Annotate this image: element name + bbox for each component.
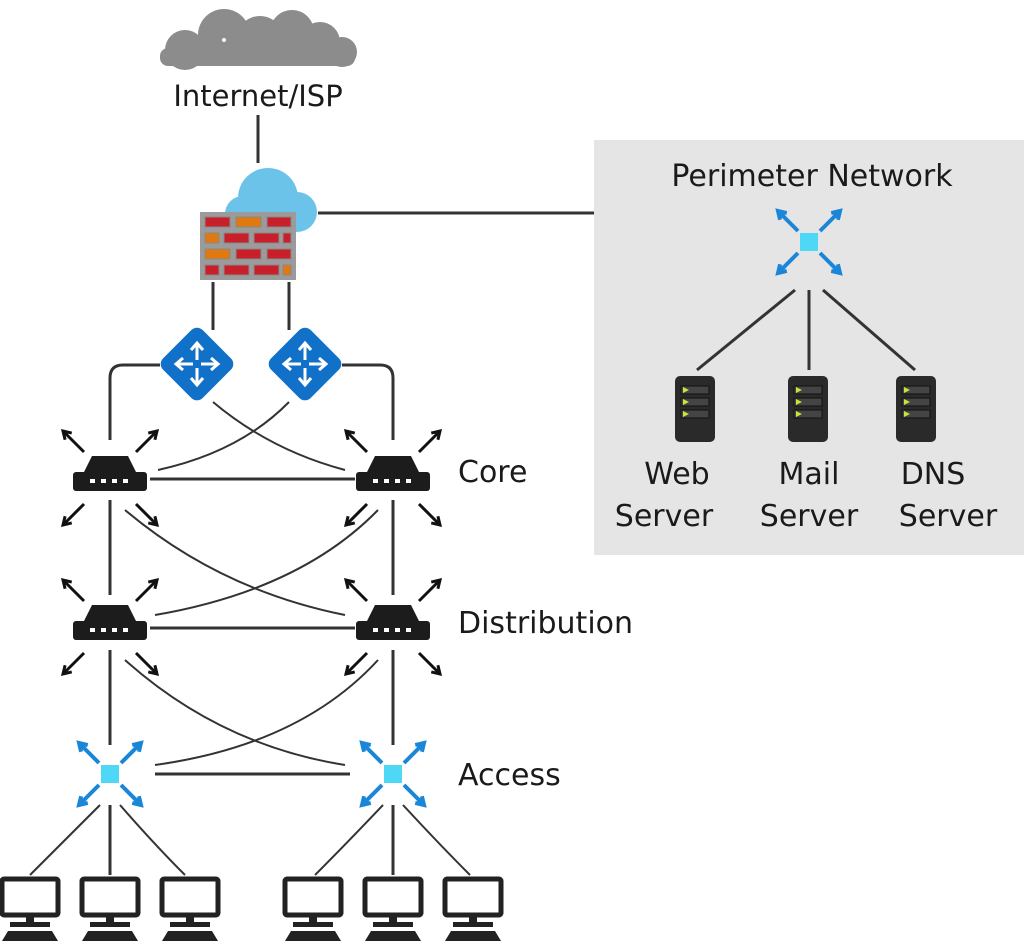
mail-server-icon [788, 376, 828, 442]
core-label: Core [458, 455, 527, 490]
computer-icon [79, 876, 141, 941]
computer-icon [0, 876, 61, 941]
access-label: Access [458, 758, 561, 793]
computer-icon [442, 876, 504, 941]
mail-server-label-line1: Mail [779, 457, 840, 492]
web-server-label-line2: Server [615, 499, 714, 534]
firewall-icon [200, 168, 317, 280]
perimeter-network-label: Perimeter Network [671, 159, 953, 194]
dns-server-icon [896, 376, 936, 442]
dns-server-label-line2: Server [899, 499, 998, 534]
computer-icon [159, 876, 221, 941]
internet-cloud-outline [222, 38, 226, 42]
connection-lines [29, 115, 916, 876]
web-server-label-line1: Web [644, 457, 709, 492]
perimeter-switch-icon [775, 208, 843, 276]
distribution-switch-right-icon [343, 577, 443, 677]
router-right-icon [268, 327, 342, 401]
router-left-icon [160, 327, 234, 401]
mail-server-label-line2: Server [760, 499, 859, 534]
access-switch-right-icon [359, 740, 427, 808]
internet-cloud-icon [160, 9, 357, 70]
core-switch-left-icon [60, 428, 160, 528]
computer-icon [282, 876, 344, 941]
core-switch-right-icon [343, 428, 443, 528]
internet-label: Internet/ISP [173, 79, 342, 113]
web-server-icon [675, 376, 715, 442]
access-switch-left-icon [76, 740, 144, 808]
distribution-switch-left-icon [60, 577, 160, 677]
dns-server-label-line1: DNS [901, 457, 966, 492]
distribution-label: Distribution [458, 606, 633, 641]
computer-icon [362, 876, 424, 941]
